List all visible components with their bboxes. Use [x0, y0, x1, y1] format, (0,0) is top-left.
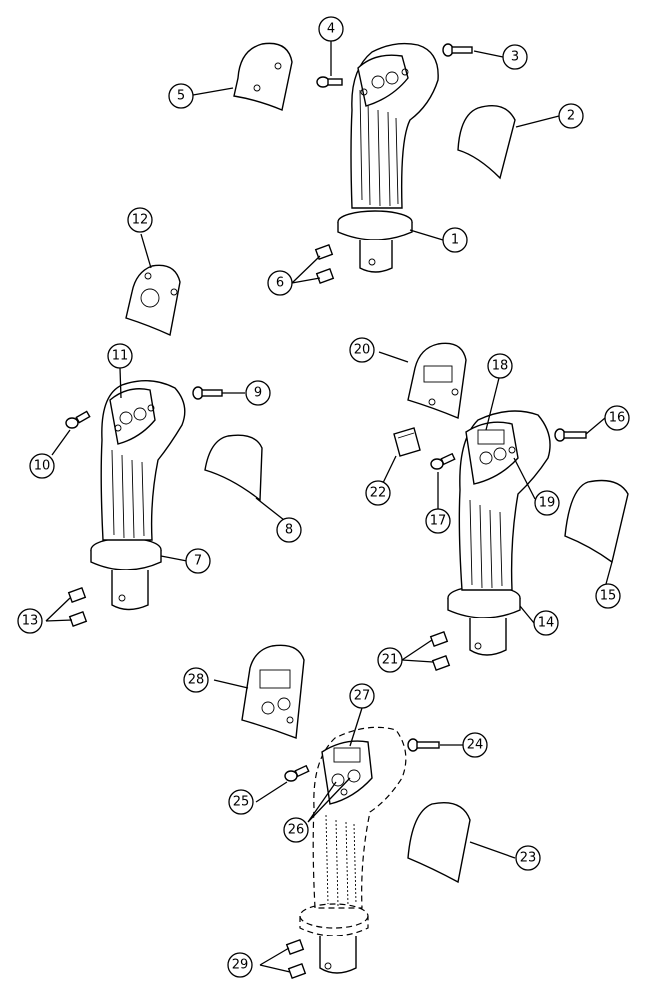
- svg-text:25: 25: [233, 795, 250, 810]
- part-21-set-screws: [429, 631, 451, 671]
- handle-assembly-7: [90, 380, 186, 611]
- svg-text:9: 9: [254, 386, 262, 401]
- svg-text:6: 6: [276, 276, 284, 291]
- part-28-cover: [241, 644, 305, 739]
- svg-text:19: 19: [539, 496, 556, 511]
- svg-text:24: 24: [467, 738, 484, 753]
- part-8-shell: [204, 434, 263, 502]
- svg-text:21: 21: [382, 653, 399, 668]
- callout-6: 6: [267, 270, 293, 296]
- callout-16: 16: [604, 405, 630, 431]
- part-13-set-screws: [67, 587, 88, 627]
- callouts: 1 2 3 4 5 6 7 8 9 10 11 12 13 14 15 16 1…: [17, 16, 630, 978]
- callout-4: 4: [318, 16, 344, 42]
- part-29-set-screws: [285, 939, 307, 979]
- svg-text:10: 10: [34, 459, 51, 474]
- part-25-screw: [284, 764, 310, 782]
- callout-12: 12: [127, 207, 153, 233]
- svg-text:16: 16: [609, 411, 626, 426]
- part-9-screw: [192, 386, 223, 400]
- leader-lines: [45, 41, 613, 973]
- svg-text:8: 8: [285, 523, 293, 538]
- callout-14: 14: [533, 610, 559, 636]
- part-2-shell: [457, 105, 516, 180]
- callout-29: 29: [227, 952, 253, 978]
- svg-text:27: 27: [354, 689, 371, 704]
- handle-assembly-23: [299, 726, 407, 974]
- svg-text:20: 20: [354, 343, 371, 358]
- svg-text:2: 2: [567, 109, 575, 124]
- svg-text:22: 22: [370, 486, 387, 501]
- part-17-screw: [430, 452, 456, 470]
- handle-assembly-14: [447, 410, 551, 656]
- callout-18: 18: [487, 353, 513, 379]
- svg-text:7: 7: [194, 554, 202, 569]
- callout-2: 2: [558, 103, 584, 129]
- part-23-shell: [407, 802, 471, 884]
- svg-text:13: 13: [22, 614, 39, 629]
- callout-24: 24: [462, 732, 488, 758]
- part-22-block: [393, 427, 421, 457]
- handle-assembly-1: [337, 42, 439, 273]
- part-15-shell: [564, 479, 629, 564]
- part-24-screw: [407, 738, 440, 752]
- callout-23: 23: [515, 845, 541, 871]
- part-5-cover: [233, 42, 293, 111]
- part-3-screw: [442, 43, 473, 57]
- callout-22: 22: [365, 480, 391, 506]
- svg-text:12: 12: [132, 213, 149, 228]
- callout-11: 11: [107, 343, 133, 369]
- svg-text:18: 18: [492, 359, 509, 374]
- callout-20: 20: [349, 337, 375, 363]
- callout-17: 17: [425, 508, 451, 534]
- callout-27: 27: [349, 683, 375, 709]
- svg-text:28: 28: [188, 673, 205, 688]
- part-16-screw: [554, 428, 587, 442]
- callout-13: 13: [17, 608, 43, 634]
- svg-text:14: 14: [538, 616, 555, 631]
- callout-10: 10: [29, 453, 55, 479]
- part-12-cover: [125, 264, 181, 337]
- callout-25: 25: [228, 789, 254, 815]
- svg-text:29: 29: [232, 958, 249, 973]
- callout-28: 28: [183, 667, 209, 693]
- part-20-cover: [407, 342, 467, 419]
- callout-9: 9: [245, 380, 271, 406]
- svg-text:17: 17: [430, 514, 447, 529]
- svg-text:23: 23: [520, 851, 537, 866]
- part-4-screw: [316, 76, 343, 88]
- svg-text:26: 26: [288, 823, 305, 838]
- svg-text:1: 1: [451, 233, 459, 248]
- callout-8: 8: [276, 517, 302, 543]
- callout-1: 1: [442, 227, 468, 253]
- svg-text:11: 11: [112, 349, 129, 364]
- svg-text:3: 3: [511, 50, 519, 65]
- part-10-screw: [65, 410, 91, 429]
- callout-19: 19: [534, 490, 560, 516]
- callout-15: 15: [595, 583, 621, 609]
- svg-text:5: 5: [177, 89, 185, 104]
- svg-text:4: 4: [327, 22, 335, 37]
- svg-text:15: 15: [600, 589, 617, 604]
- callout-7: 7: [185, 548, 211, 574]
- callout-3: 3: [502, 44, 528, 70]
- part-6-set-screws: [314, 244, 335, 284]
- callout-26: 26: [283, 817, 309, 843]
- callout-21: 21: [377, 647, 403, 673]
- callout-5: 5: [168, 83, 194, 109]
